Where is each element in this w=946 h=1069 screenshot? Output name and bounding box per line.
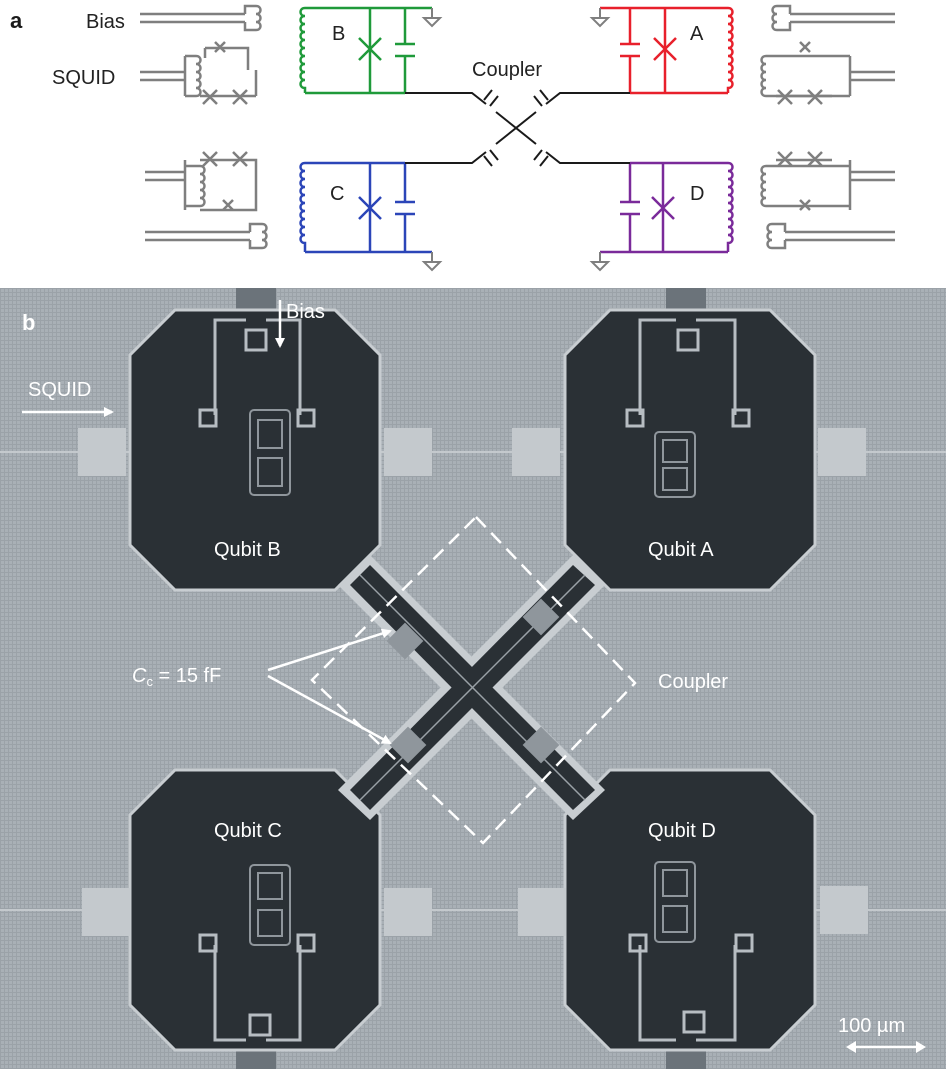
coupling-capacitance-label: Cc = 15 fF (132, 665, 221, 689)
squid-label-b: SQUID (28, 379, 91, 401)
qubit-a-pad (563, 308, 817, 592)
squid-structures (249, 409, 696, 946)
readout-pads (78, 428, 868, 936)
readout-circuit-d (760, 151, 895, 250)
qubit-c-label: Qubit C (214, 820, 282, 842)
bias-label-a: Bias (86, 11, 125, 33)
coupler-label-b: Coupler (658, 671, 728, 693)
cc-subscript: c (146, 674, 153, 689)
coupler-circuit (405, 89, 630, 167)
qubit-b-label: Qubit B (214, 539, 281, 561)
panel-b: b Bias SQUID Qubit B Qubit A Qubit C Qub… (0, 288, 946, 1069)
flux-bias-lines (198, 318, 754, 1042)
ground-symbol (589, 252, 611, 272)
qubit-c-circuit (299, 161, 432, 254)
readout-circuit-c (145, 151, 268, 250)
readout-circuit-a (760, 4, 895, 105)
panel-a-letter: a (10, 8, 23, 33)
qubit-a-label: Qubit A (648, 539, 714, 561)
scale-bar (846, 1041, 926, 1053)
cc-value: = 15 fF (153, 665, 221, 687)
cc-symbol: C (132, 665, 147, 687)
qubit-c-letter: C (330, 183, 344, 205)
qubit-b-pad (128, 308, 382, 592)
coupler-structure (338, 555, 605, 820)
qubit-b-letter: B (332, 23, 345, 45)
qubit-d-letter: D (690, 183, 704, 205)
ground-symbol (421, 8, 443, 28)
qubit-a-circuit (600, 6, 734, 95)
squid-label-a: SQUID (52, 67, 115, 89)
cc-arrow-upper (267, 628, 392, 672)
qubit-b-circuit (299, 6, 432, 95)
scale-bar-label: 100 µm (838, 1015, 905, 1037)
panel-a: a Bias SQUID Coupler B (10, 4, 895, 272)
qubit-d-label: Qubit D (648, 820, 716, 842)
readout-circuit-b (140, 4, 262, 105)
bias-label-b: Bias (286, 301, 325, 323)
qubit-c-pad (128, 768, 382, 1052)
coupler-outline (310, 515, 637, 845)
bias-contacts (236, 288, 706, 1069)
ground-symbol (589, 8, 611, 28)
cc-arrow-lower (267, 674, 392, 745)
qubit-a-letter: A (690, 23, 704, 45)
ground-symbol (421, 252, 443, 272)
panel-b-letter: b (22, 310, 35, 335)
qubit-d-pad (563, 768, 817, 1052)
qubit-d-circuit (600, 161, 734, 254)
coupler-label-a: Coupler (472, 59, 542, 81)
